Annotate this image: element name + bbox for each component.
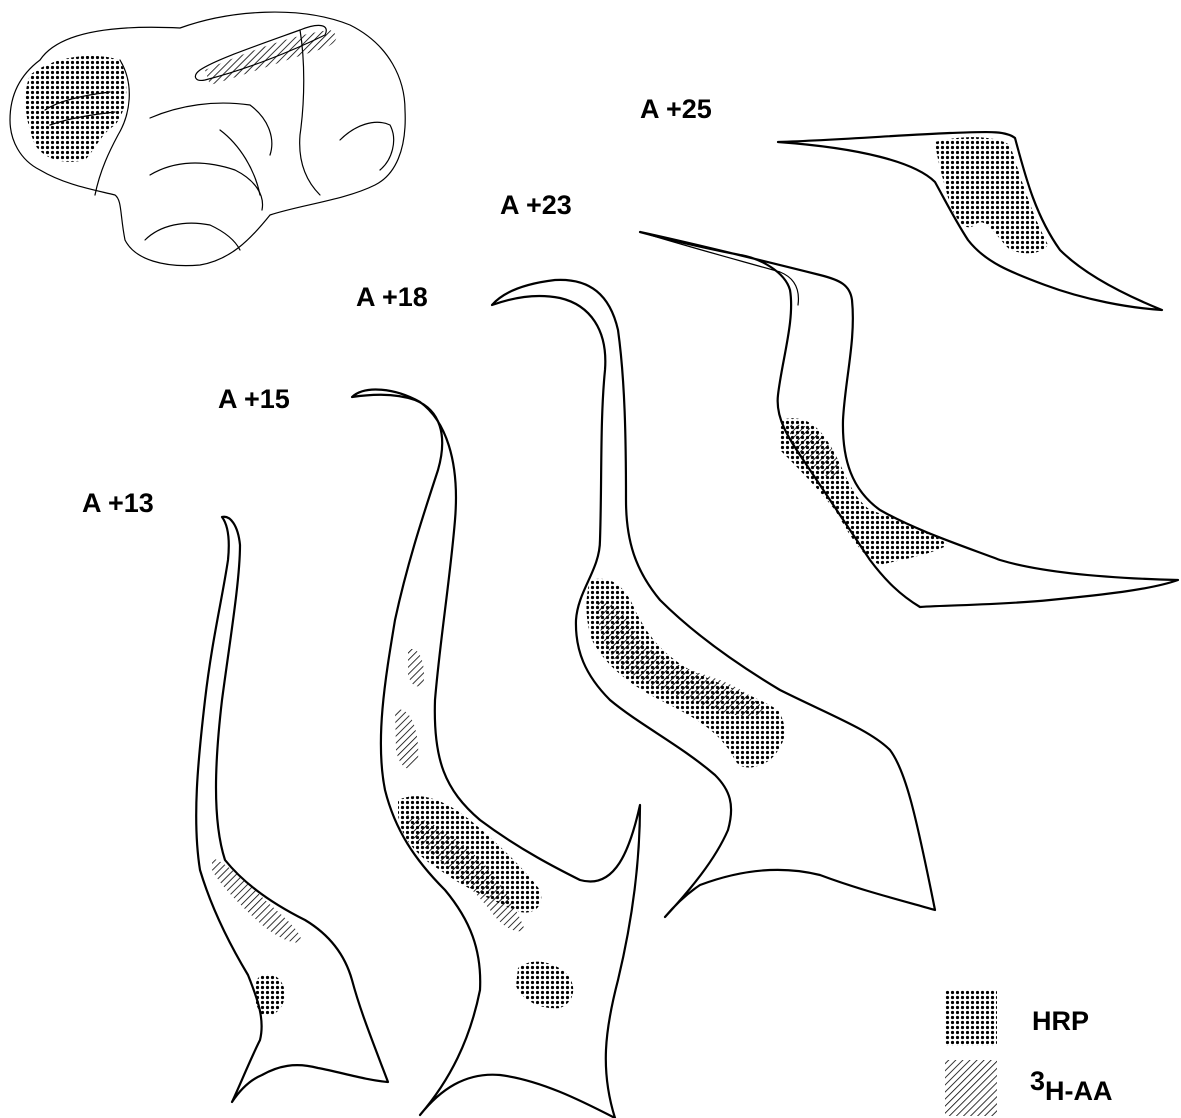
section-a13: [196, 517, 388, 1102]
section-a15-outline: [352, 390, 640, 1118]
legend-aa-label: H-AA: [1045, 1076, 1113, 1106]
legend-aa-text: 3H-AA: [1030, 1066, 1113, 1106]
section-label-a25: A +25: [640, 94, 712, 124]
legend: HRP 3H-AA: [945, 990, 1113, 1116]
section-a18-outline: [492, 280, 935, 917]
section-a15: [352, 390, 640, 1118]
section-label-a18: A +18: [356, 282, 428, 312]
legend-hrp-swatch: [945, 990, 997, 1046]
legend-aa-swatch: [945, 1060, 997, 1116]
section-a15-hrp-2: [516, 962, 573, 1009]
brain-lateral-view: [10, 12, 405, 266]
section-a23: [640, 232, 1178, 607]
section-a15-aa-2: [395, 709, 418, 768]
legend-hrp-label: HRP: [1032, 1006, 1089, 1036]
section-a13-outline: [196, 517, 388, 1102]
section-a18: [492, 280, 935, 917]
section-a13-aa: [212, 858, 302, 943]
section-label-a13: A +13: [82, 488, 154, 518]
section-label-a23: A +23: [500, 190, 572, 220]
section-a25: [778, 132, 1162, 310]
section-a15-aa-1: [408, 649, 424, 686]
legend-aa-superscript: 3: [1030, 1066, 1045, 1096]
brain-hrp-region: [25, 56, 126, 162]
section-label-a15: A +15: [218, 384, 290, 414]
